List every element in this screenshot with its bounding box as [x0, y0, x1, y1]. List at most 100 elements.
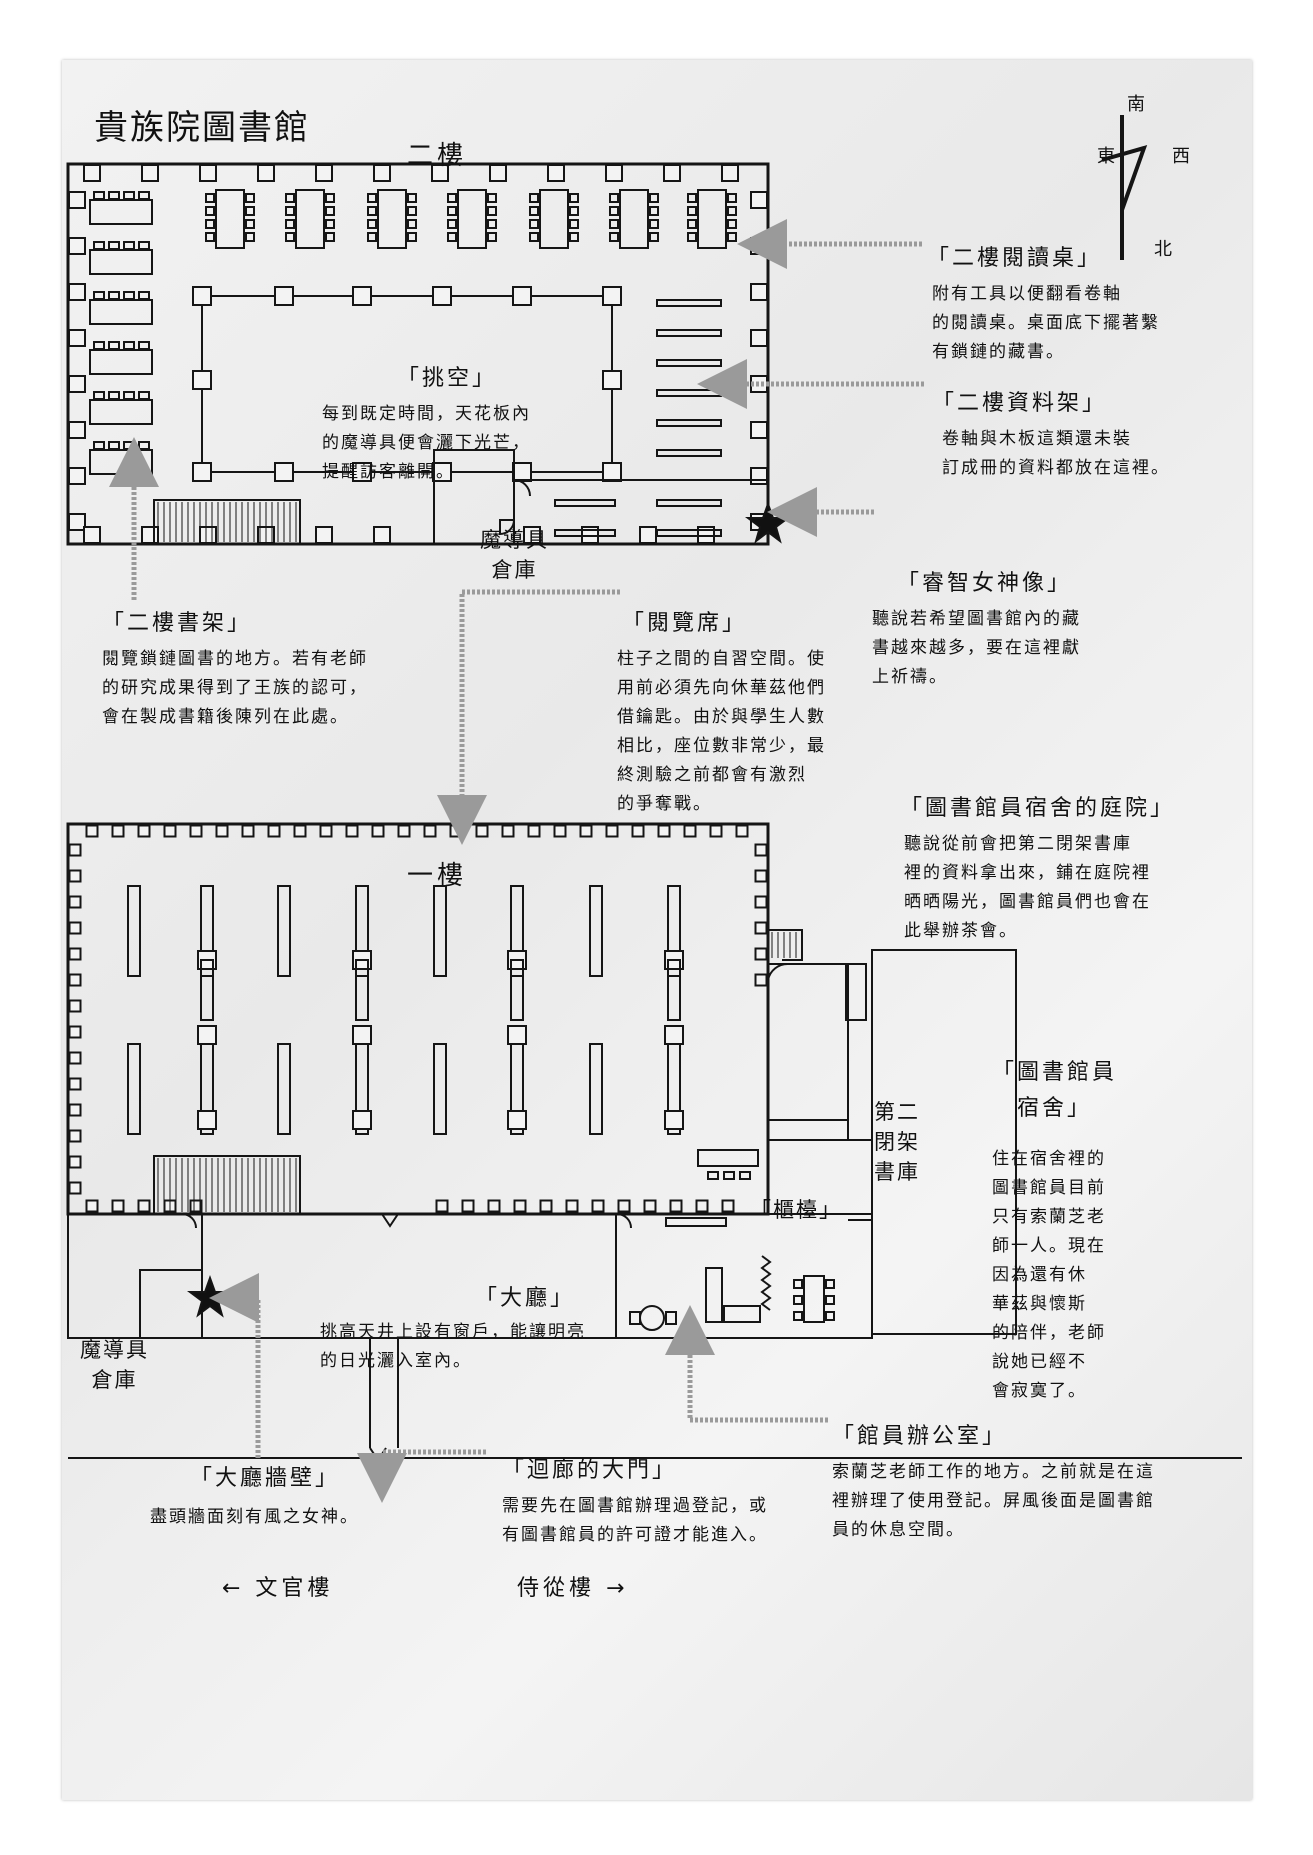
window: [68, 237, 86, 255]
pillar: [192, 370, 212, 390]
chair: [569, 232, 579, 242]
scroll-rack: [656, 499, 722, 507]
counter-seat: [739, 1171, 751, 1180]
scroll-rack: [554, 529, 616, 537]
courtyard-text: 聽說從前會把第二閉架書庫 裡的資料拿出來，鋪在庭院裡 晒晒陽光，圖書館員們也會在…: [904, 834, 1151, 941]
window: [68, 895, 82, 909]
chair: [205, 206, 215, 216]
long-desk: [510, 885, 524, 977]
window: [241, 824, 255, 838]
hall-wall-text: 盡頭牆面刻有風之女神。: [150, 1507, 359, 1527]
compass-east: 東: [1097, 146, 1115, 167]
pillar: [274, 286, 294, 306]
window: [68, 513, 86, 531]
chair: [123, 241, 135, 250]
window: [257, 164, 275, 182]
reading-desk: [89, 349, 153, 375]
map-title: 貴族院圖書館: [94, 108, 310, 148]
long-desk: [355, 885, 369, 977]
window: [489, 164, 507, 182]
dorm-room: [871, 949, 1017, 1335]
chair: [367, 232, 377, 242]
window: [319, 824, 333, 838]
window: [137, 824, 151, 838]
door: [616, 1213, 632, 1229]
hall-wall-title: 「大廳牆壁」: [190, 1466, 341, 1491]
window: [163, 824, 177, 838]
hall-wall-arrow: [209, 1273, 261, 1458]
chair: [569, 219, 579, 229]
gate-title: 「迴廊的大門」: [502, 1458, 678, 1483]
reading-title: 「閱覽席」: [622, 611, 748, 636]
pillar: [352, 462, 372, 482]
racks-2f-title: 「二樓資料架」: [932, 391, 1108, 416]
bookshelf-hatch: [153, 499, 301, 545]
pillar-desk: [667, 959, 681, 1021]
window: [683, 824, 697, 838]
window: [68, 947, 82, 961]
atrium-text: 每到既定時間，天花板內 的魔導具便會灑下光芒， 提醒訪客離開。: [322, 404, 531, 482]
pillar: [432, 286, 452, 306]
chair: [93, 441, 105, 450]
window: [68, 375, 86, 393]
chair: [529, 219, 539, 229]
hall-text: 挑高天井上設有窗戶，能讓明亮 的日光灑入室內。: [320, 1322, 586, 1371]
long-desk: [433, 885, 447, 977]
chair: [325, 193, 335, 203]
window: [68, 1181, 82, 1195]
long-desk: [667, 885, 681, 977]
reading-desk: [619, 189, 649, 249]
chair: [447, 206, 457, 216]
window: [431, 164, 449, 182]
compass-south: 南: [1127, 94, 1145, 115]
window: [373, 164, 391, 182]
window: [68, 1103, 82, 1117]
chair: [487, 232, 497, 242]
window: [423, 824, 437, 838]
pillar: [352, 1110, 372, 1130]
chair: [649, 193, 659, 203]
window: [657, 824, 671, 838]
scroll-rack: [656, 359, 722, 367]
chair: [569, 206, 579, 216]
office-title: 「館員辦公室」: [832, 1424, 1008, 1449]
chair: [325, 206, 335, 216]
window: [547, 164, 565, 182]
window: [267, 824, 281, 838]
counter-seat: [707, 1171, 719, 1180]
chair: [138, 191, 150, 200]
window: [293, 824, 307, 838]
reading-text: 柱子之間的自習空間。使 用前必須先向休華茲他們 借鑰匙。由於與學生人數 相比，座…: [617, 649, 826, 814]
long-desk: [589, 885, 603, 977]
reading-desk: [377, 189, 407, 249]
window: [539, 1199, 553, 1213]
chair: [123, 391, 135, 400]
chair: [108, 441, 120, 450]
pillar: [352, 286, 372, 306]
office-desk: [723, 1305, 761, 1323]
chair: [285, 206, 295, 216]
chair: [825, 1295, 835, 1305]
window: [137, 1199, 151, 1213]
window: [750, 283, 768, 301]
chair: [245, 193, 255, 203]
chair: [205, 219, 215, 229]
window: [111, 824, 125, 838]
long-desk: [277, 885, 291, 977]
chair: [649, 219, 659, 229]
shelves-2f-title: 「二樓書架」: [102, 611, 253, 636]
chair: [108, 241, 120, 250]
window: [111, 1199, 125, 1213]
scroll-rack: [656, 299, 722, 307]
reading-desk: [89, 299, 153, 325]
chair: [123, 441, 135, 450]
desks-2f-text: 附有工具以便翻看卷軸 的閱讀桌。桌面底下擺著繫 有鎖鏈的藏書。: [932, 284, 1160, 362]
window: [449, 824, 463, 838]
dorm-title: 「圖書館員 宿舍」: [992, 1060, 1118, 1121]
chair: [367, 193, 377, 203]
door: [381, 1213, 399, 1228]
storage-1f-label: 魔導具 倉庫: [80, 1338, 149, 1392]
stairs: [768, 929, 803, 961]
atrium-title: 「挑空」: [397, 366, 498, 391]
window: [141, 164, 159, 182]
